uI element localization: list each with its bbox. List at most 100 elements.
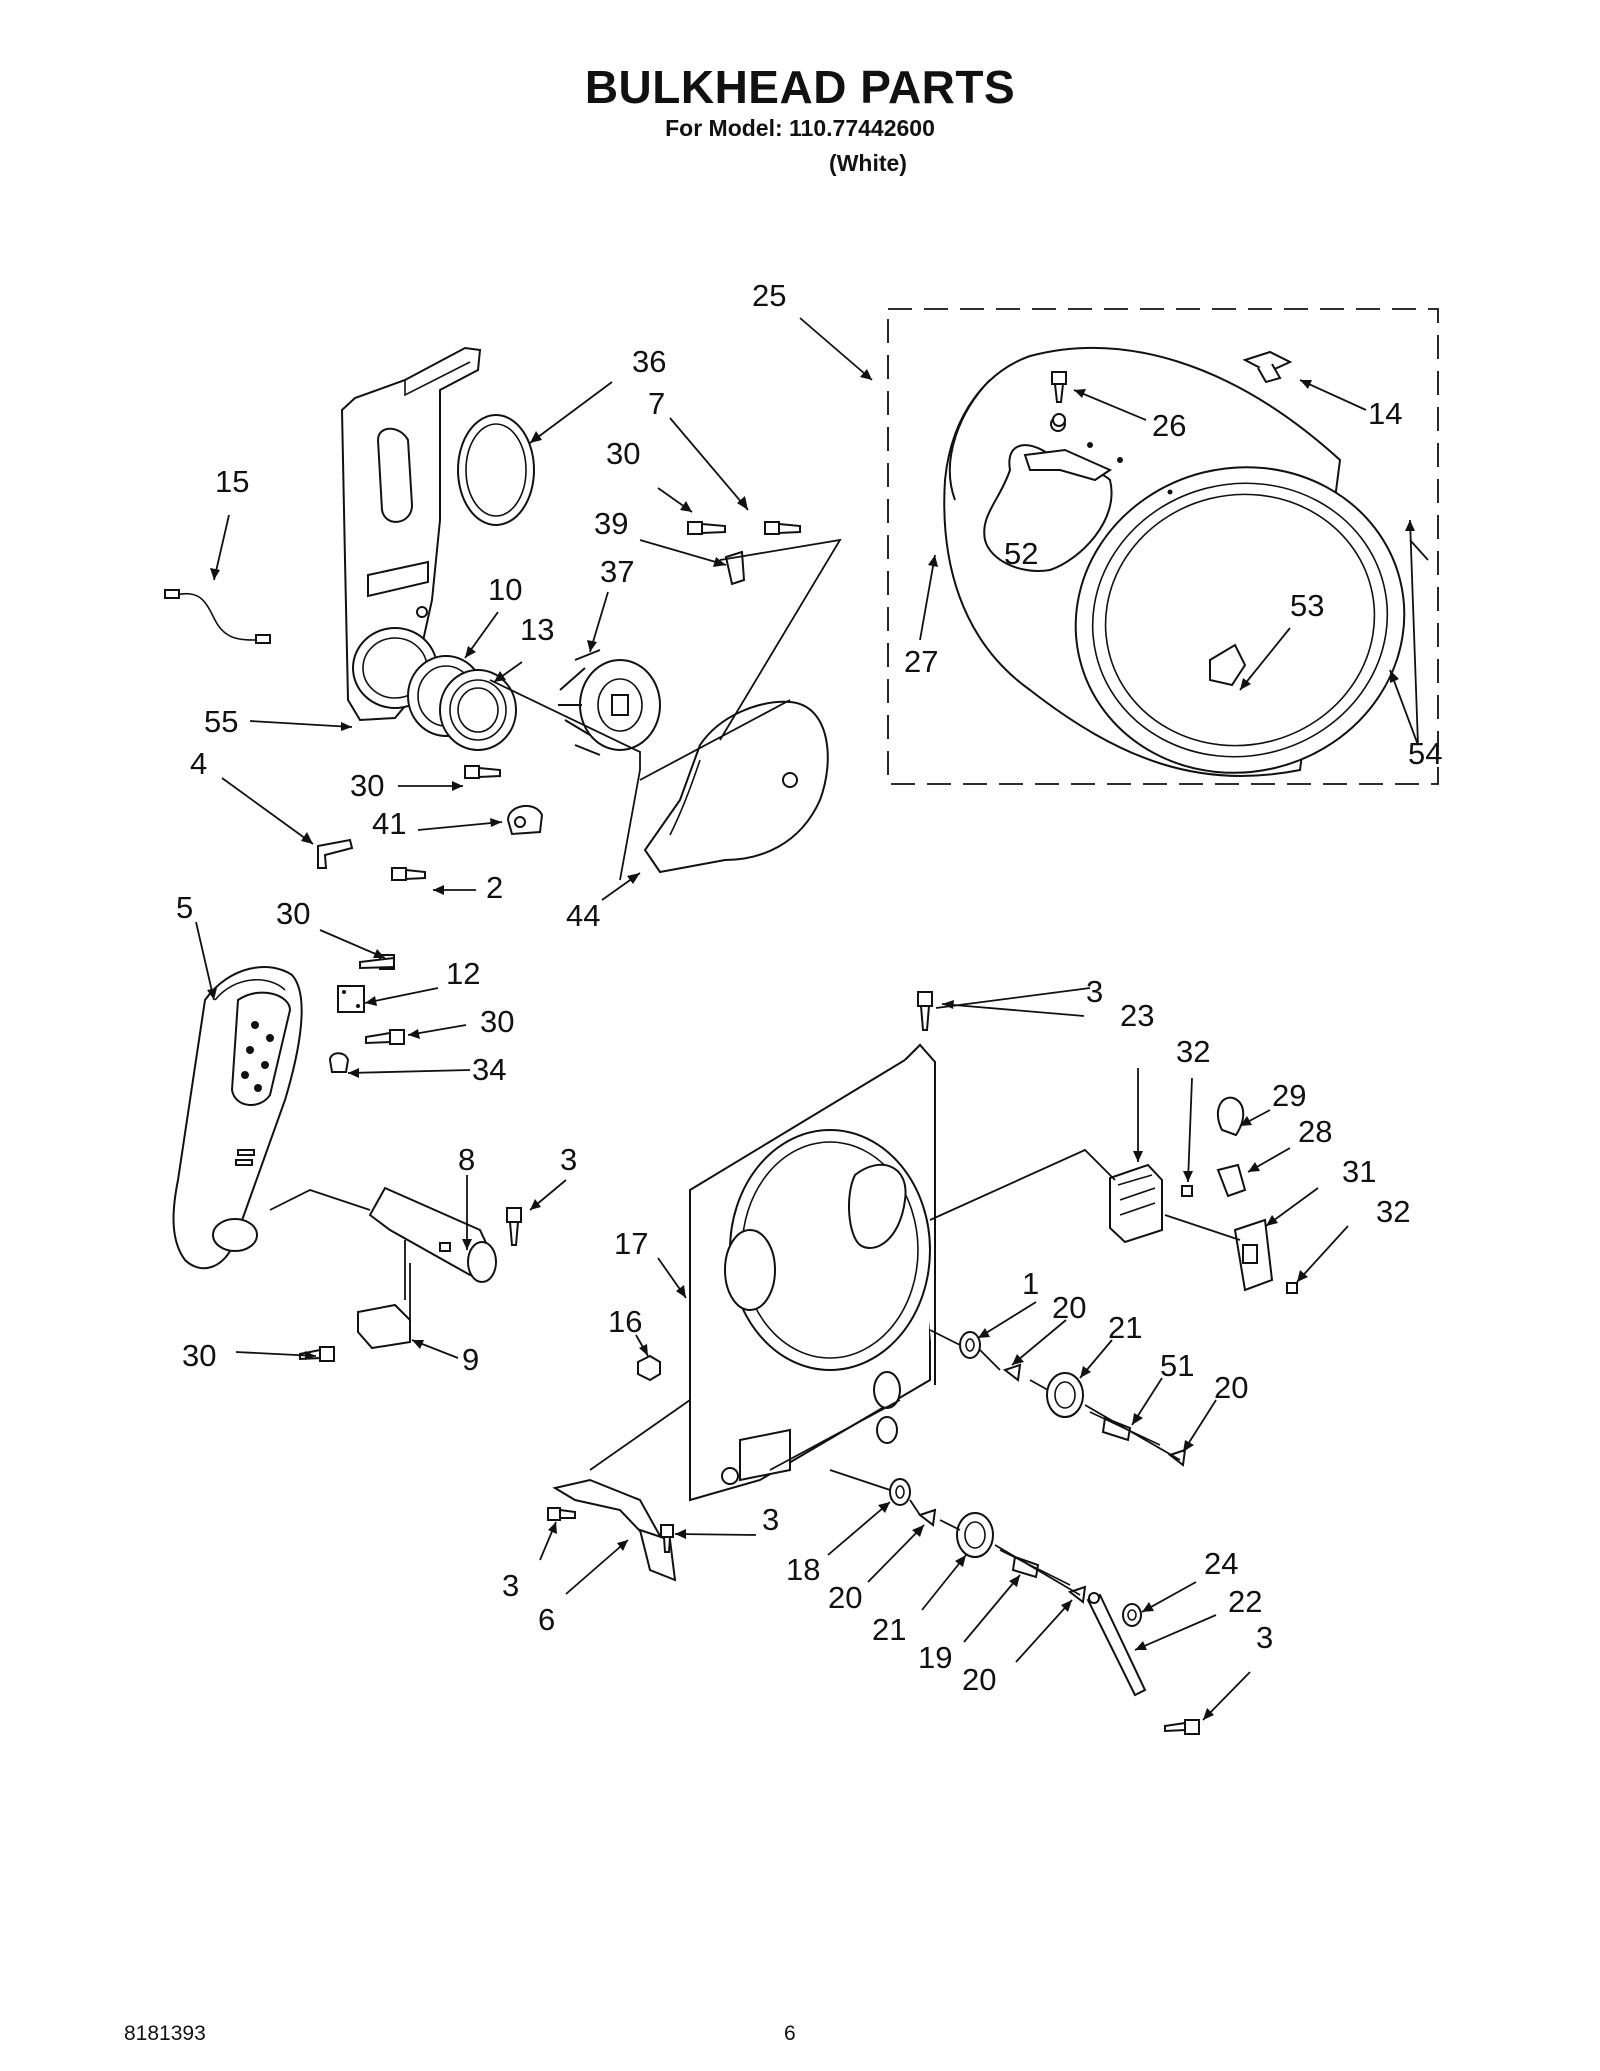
bulkhead-17	[689, 1043, 936, 1502]
callout-3-b: 3	[1086, 974, 1103, 1009]
page-title: BULKHEAD PARTS	[584, 61, 1016, 113]
connector-lines-heater	[269, 1189, 411, 1340]
callout-22: 22	[1228, 1584, 1262, 1619]
screw-32-b	[1286, 1282, 1298, 1294]
washer-18	[889, 1478, 911, 1506]
callout-54: 54	[1408, 736, 1442, 771]
heater-duct	[172, 966, 303, 1270]
blower-wheel	[558, 649, 661, 756]
screw-3-burner	[506, 1207, 522, 1246]
callout-3-c: 3	[762, 1502, 779, 1537]
connector-lines-upper	[489, 538, 842, 881]
callout-37: 37	[600, 554, 634, 589]
callout-27: 27	[904, 644, 938, 679]
page-number: 6	[784, 2022, 796, 2045]
washer-1	[959, 1331, 981, 1359]
model-line: For Model: 110.77442600	[665, 115, 935, 141]
screw-7	[764, 521, 801, 535]
callout-6: 6	[538, 1602, 555, 1637]
callout-30-d: 30	[480, 1004, 514, 1039]
callout-3-e: 3	[1256, 1620, 1273, 1655]
callout-20-c: 20	[828, 1580, 862, 1615]
ring-20-a	[1002, 1363, 1022, 1382]
arm-22	[1086, 1592, 1147, 1697]
callout-20-b: 20	[1214, 1370, 1248, 1405]
callout-25: 25	[752, 278, 786, 313]
callout-21-b: 21	[872, 1612, 906, 1647]
callout-31: 31	[1342, 1154, 1376, 1189]
callout-41: 41	[372, 806, 406, 841]
screw-32-a	[1181, 1185, 1193, 1197]
callout-17: 17	[614, 1226, 648, 1261]
burner-tube-8	[368, 1186, 497, 1300]
thermostat-12	[337, 985, 365, 1013]
callout-3-d: 3	[502, 1568, 519, 1603]
roller-21-a	[1046, 1372, 1084, 1418]
nut-16	[637, 1354, 661, 1382]
drum-assembly-box	[887, 308, 1439, 785]
drum-screw	[1051, 371, 1067, 427]
ring-20-c	[917, 1508, 937, 1527]
bracket-9	[357, 1303, 411, 1350]
callout-13: 13	[520, 612, 554, 647]
callout-29: 29	[1272, 1078, 1306, 1113]
screw-3-top-bulkhead	[917, 991, 933, 1031]
callout-8: 8	[458, 1142, 475, 1177]
callout-1: 1	[1022, 1266, 1039, 1301]
callout-21-a: 21	[1108, 1310, 1142, 1345]
socket-28	[1216, 1163, 1247, 1198]
callout-39: 39	[594, 506, 628, 541]
callout-10: 10	[488, 572, 522, 607]
callout-16: 16	[608, 1304, 642, 1339]
drum	[943, 346, 1406, 778]
wire-harness-15	[164, 589, 271, 644]
screw-3-bracket-right	[660, 1524, 674, 1553]
connector-lines-rollers	[829, 1329, 1181, 1596]
screw-3-bracket-left	[547, 1507, 576, 1521]
callout-2: 2	[486, 870, 503, 905]
callout-18: 18	[786, 1552, 820, 1587]
callout-28: 28	[1298, 1114, 1332, 1149]
leader-lines	[195, 317, 1429, 1721]
callout-20-a: 20	[1052, 1290, 1086, 1325]
callout-15: 15	[215, 464, 249, 499]
document-number: 8181393	[124, 2022, 206, 2045]
blower-cover	[643, 700, 829, 874]
callout-9: 9	[462, 1342, 479, 1377]
callout-23: 23	[1120, 998, 1154, 1033]
duct-seal-ring	[457, 414, 535, 526]
screw-30-top	[687, 521, 726, 535]
callout-32-b: 32	[1376, 1194, 1410, 1229]
callout-19: 19	[918, 1640, 952, 1675]
callout-14: 14	[1368, 396, 1402, 431]
bulb-29	[1216, 1096, 1245, 1137]
light-bracket-6	[552, 1478, 677, 1582]
callout-12: 12	[446, 956, 480, 991]
callout-30-a: 30	[606, 436, 640, 471]
callout-30-b: 30	[350, 768, 384, 803]
screw-30-mid	[464, 765, 501, 779]
callout-51: 51	[1160, 1348, 1194, 1383]
roller-21-b	[956, 1512, 994, 1558]
callout-30-c: 30	[276, 896, 310, 931]
clip-4	[317, 838, 354, 869]
callout-36: 36	[632, 344, 666, 379]
callout-55: 55	[204, 704, 238, 739]
callout-34: 34	[472, 1052, 506, 1087]
screw-30-heater-2	[365, 1029, 405, 1045]
blower-housing-ring	[439, 669, 517, 751]
callout-26: 26	[1152, 408, 1186, 443]
callout-32-a: 32	[1176, 1034, 1210, 1069]
connector-lines-bulkhead	[589, 1399, 901, 1471]
callout-7: 7	[648, 386, 665, 421]
switch-23	[1109, 1163, 1163, 1244]
drum-glide-part	[1242, 350, 1293, 384]
connector-lines-switch	[929, 1148, 1241, 1241]
ring-20-b	[1167, 1448, 1187, 1467]
thermistor-41	[506, 805, 544, 836]
washer-24	[1122, 1603, 1142, 1627]
screw-30-heater	[359, 954, 395, 970]
small-bracket	[724, 550, 746, 586]
